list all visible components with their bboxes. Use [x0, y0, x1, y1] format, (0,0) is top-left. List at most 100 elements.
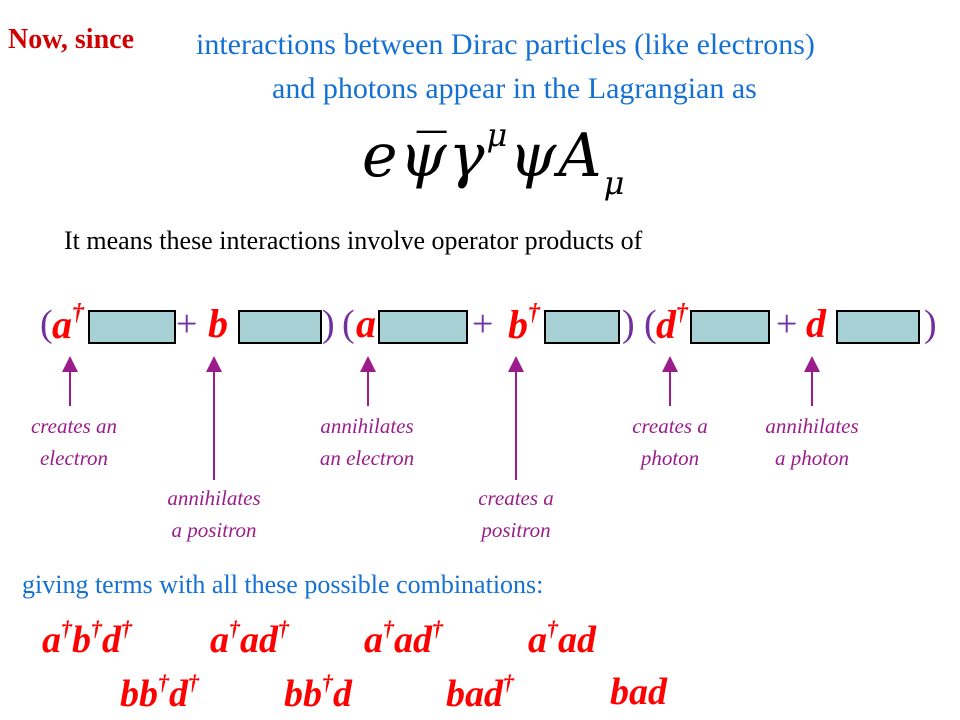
paren-close-3: ) — [924, 303, 937, 345]
term-part: bad — [446, 673, 503, 715]
giving-text: giving terms with all these possible com… — [22, 570, 544, 599]
arrow-line-annihilates-positron — [213, 370, 215, 480]
dagger-symbol: † — [91, 616, 102, 641]
term-b-a-d: bad — [610, 670, 667, 714]
annotation-line: positron — [481, 518, 551, 542]
annotation-creates-electron: creates an electron — [4, 410, 144, 474]
dagger-symbol: † — [72, 300, 84, 326]
annotation-annihilates-positron: annihilates a positron — [144, 482, 284, 546]
term-part: bb — [120, 673, 158, 715]
annotation-line: a positron — [171, 518, 257, 542]
arrow-head-annihilates-photon — [804, 356, 820, 372]
arrow-head-annihilates-positron — [206, 356, 222, 372]
term-part: b — [72, 619, 91, 661]
wavefunction-box-6 — [836, 310, 920, 344]
op-b-letter: b — [508, 302, 528, 347]
dagger-symbol: † — [528, 300, 540, 326]
op-d-dagger: d† — [656, 300, 688, 348]
op-a-letter: a — [52, 302, 72, 347]
dagger-symbol: † — [158, 670, 169, 695]
formula-e: e — [362, 121, 400, 191]
op-a-dagger: a† — [52, 300, 84, 348]
dagger-symbol: † — [188, 670, 199, 695]
dagger-symbol: † — [229, 616, 240, 641]
intro-line-1: interactions between Dirac particles (li… — [196, 28, 815, 61]
annotation-line: annihilates — [765, 414, 859, 438]
dagger-symbol: † — [322, 670, 333, 695]
paren-close-1: ) — [322, 303, 335, 345]
plus-3: + — [776, 303, 798, 345]
annotation-line: annihilates — [320, 414, 414, 438]
arrow-line-annihilates-electron — [367, 370, 369, 406]
wavefunction-box-1 — [88, 310, 176, 344]
formula-gamma: γ — [448, 121, 487, 191]
wavefunction-box-4 — [544, 310, 620, 344]
annotation-line: an electron — [319, 446, 415, 470]
dagger-symbol: † — [676, 300, 688, 326]
formula-mu-sup: μ — [486, 116, 510, 154]
dagger-symbol: † — [278, 616, 289, 641]
formula-psi: ψ — [509, 121, 559, 191]
term-a-dag-a-d-dag-1: a†ad† — [210, 616, 289, 662]
term-part: a — [364, 619, 383, 661]
annotation-line: creates a — [478, 486, 554, 510]
formula-psibar: ψ̅ — [399, 121, 449, 191]
term-b-b-dag-d-dag: bb†d† — [120, 670, 199, 716]
arrow-line-creates-photon — [669, 370, 671, 406]
formula-A: A — [558, 121, 604, 191]
plus-2: + — [472, 303, 494, 345]
wavefunction-box-3 — [378, 310, 468, 344]
term-part: d — [333, 673, 352, 715]
op-b: b — [208, 301, 228, 346]
dagger-symbol: † — [432, 616, 443, 641]
dagger-symbol: † — [61, 616, 72, 641]
term-part: d — [169, 673, 188, 715]
term-a-dag-b-dag-d-dag: a†b†d† — [42, 616, 132, 662]
annotation-annihilates-photon: annihilates a photon — [742, 410, 882, 474]
arrow-head-creates-photon — [662, 356, 678, 372]
annotation-line: photon — [640, 446, 700, 470]
dagger-symbol: † — [383, 616, 394, 641]
term-part: ad — [240, 619, 278, 661]
plus-1: + — [176, 303, 198, 345]
dagger-symbol: † — [121, 616, 132, 641]
arrow-line-creates-electron — [69, 370, 71, 406]
paren-open-1: ( — [40, 303, 53, 345]
term-a-dag-a-d: a†ad — [528, 616, 596, 662]
term-b-b-dag-d: bb†d — [284, 670, 352, 716]
op-a: a — [356, 301, 376, 346]
paren-close-2: ) — [622, 303, 635, 345]
op-b-dagger: b† — [508, 300, 540, 348]
annotation-creates-positron: creates a positron — [446, 482, 586, 546]
wavefunction-box-5 — [690, 310, 770, 344]
arrow-line-annihilates-photon — [811, 370, 813, 406]
dagger-symbol: † — [503, 670, 514, 695]
dagger-symbol: † — [547, 616, 558, 641]
term-a-dag-a-d-dag-2: a†ad† — [364, 616, 443, 662]
arrow-head-annihilates-electron — [360, 356, 376, 372]
formula-mu-sub: μ — [603, 164, 627, 202]
term-part: ad — [558, 619, 596, 661]
annotation-line: electron — [39, 446, 109, 470]
op-d-letter: d — [656, 302, 676, 347]
wavefunction-box-2 — [238, 310, 322, 344]
intro-line-2: and photons appear in the Lagrangian as — [272, 72, 757, 105]
term-part: bb — [284, 673, 322, 715]
arrow-head-creates-electron — [62, 356, 78, 372]
annotation-line: a photon — [774, 446, 850, 470]
annotation-line: annihilates — [167, 486, 261, 510]
term-part: d — [102, 619, 121, 661]
term-b-a-d-dag: bad† — [446, 670, 514, 716]
arrow-line-creates-positron — [515, 370, 517, 480]
paren-open-3: ( — [644, 303, 657, 345]
arrow-head-creates-positron — [508, 356, 524, 372]
paren-open-2: ( — [342, 303, 355, 345]
annotation-creates-photon: creates a photon — [600, 410, 740, 474]
term-part: a — [42, 619, 61, 661]
term-part: bad — [610, 671, 667, 713]
term-part: a — [528, 619, 547, 661]
lead-in-text: Now, since — [8, 24, 134, 55]
means-text: It means these interactions involve oper… — [64, 226, 643, 255]
annotation-annihilates-electron: annihilates an electron — [294, 410, 440, 474]
